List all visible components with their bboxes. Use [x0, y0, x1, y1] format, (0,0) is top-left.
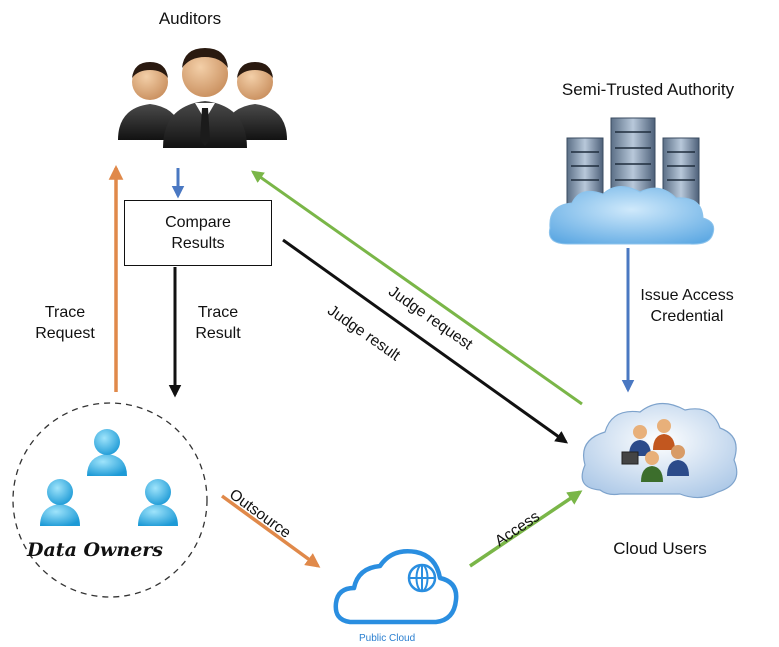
owner-person-right-icon [138, 479, 178, 526]
authority-label: Semi-Trusted Authority [561, 80, 735, 99]
owner-person-top-icon [87, 429, 127, 476]
trace-result-line-1: Trace [197, 304, 239, 321]
trace-request-line-2: Request [35, 325, 95, 342]
compare-line-1: Compare [165, 214, 231, 231]
trace-request-line-1: Trace [44, 304, 86, 321]
trace-result-label: Trace Result [178, 302, 258, 344]
judge-request-arrow [250, 170, 583, 406]
data-owners-label: Data Owners [27, 539, 164, 561]
auditors-icon [118, 48, 287, 148]
cloud-users-icon [581, 402, 738, 499]
data-owners-group [12, 402, 208, 598]
auditors-label: Auditors [158, 9, 222, 28]
public-cloud-label: Public Cloud [359, 633, 416, 644]
judge-result-arrow [282, 238, 569, 444]
outsource-arrow [220, 494, 321, 568]
server-cloud-icon [548, 117, 715, 245]
compare-results-box: Compare Results [124, 200, 272, 266]
cloud-users-label: Cloud Users [613, 539, 707, 558]
public-cloud-icon [333, 549, 459, 625]
issue-credential-label: Issue Access Credential [622, 285, 752, 327]
trace-result-line-2: Result [195, 325, 241, 342]
compare-line-2: Results [171, 235, 225, 252]
owner-person-left-icon [40, 479, 80, 526]
trace-request-label: Trace Request [20, 302, 110, 344]
issue-credential-line-1: Issue Access [640, 287, 734, 304]
issue-credential-line-2: Credential [650, 308, 724, 325]
access-arrow [469, 490, 583, 568]
